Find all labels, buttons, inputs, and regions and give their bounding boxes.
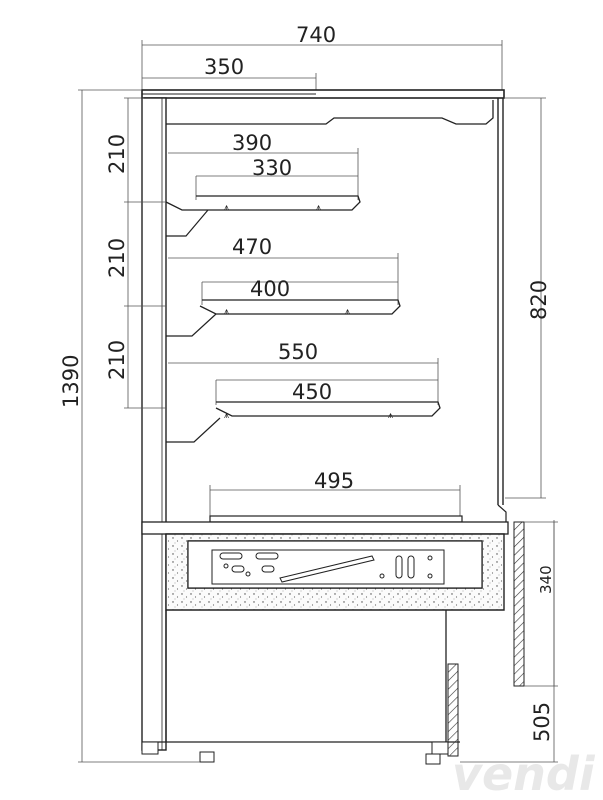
base-deck [141, 485, 509, 535]
top-dimension-lines [141, 40, 503, 98]
dim-shelf1-inner: 330 [252, 156, 292, 180]
shelf-spacing-dimensions [124, 97, 166, 409]
shelf-3: ⩚ ⩚ [166, 358, 441, 443]
dim-shelf3-inner: 450 [292, 380, 332, 404]
dim-shelf-spacing-2: 210 [105, 238, 129, 278]
dim-front-panel-height: 340 [537, 565, 555, 594]
dim-shelf2-outer: 470 [232, 235, 272, 259]
dim-shelf2-inner: 400 [250, 277, 290, 301]
svg-text:⩚: ⩚ [316, 203, 321, 213]
dim-base-depth: 495 [314, 469, 354, 493]
dim-base-height: 505 [530, 702, 554, 742]
shelf-1: ⩚ ⩚ [165, 148, 361, 237]
svg-text:⩚: ⩚ [224, 203, 229, 213]
dim-shelf-spacing-3: 210 [105, 340, 129, 380]
total-height-dimension [78, 89, 200, 763]
svg-text:⩚: ⩚ [345, 307, 350, 317]
dim-shelf1-outer: 390 [232, 131, 272, 155]
dim-top-depth: 350 [204, 55, 244, 79]
front-kick-panel [513, 521, 525, 687]
right-dimensions [460, 97, 558, 763]
shelf-2: ⩚ ⩚ [166, 253, 401, 337]
dim-total-depth: 740 [296, 23, 336, 47]
watermark-logo: vendi [452, 747, 596, 800]
svg-text:⩚: ⩚ [224, 411, 229, 421]
dim-shelf3-outer: 550 [278, 340, 318, 364]
lower-cabinet [141, 610, 460, 765]
svg-text:⩚: ⩚ [224, 307, 229, 317]
insulated-base [165, 533, 505, 611]
cabinet-body [141, 89, 507, 751]
dim-total-height: 1390 [59, 355, 83, 408]
svg-text:⩚: ⩚ [388, 411, 393, 421]
dim-display-height: 820 [527, 280, 551, 320]
dim-shelf-spacing-1: 210 [105, 134, 129, 174]
